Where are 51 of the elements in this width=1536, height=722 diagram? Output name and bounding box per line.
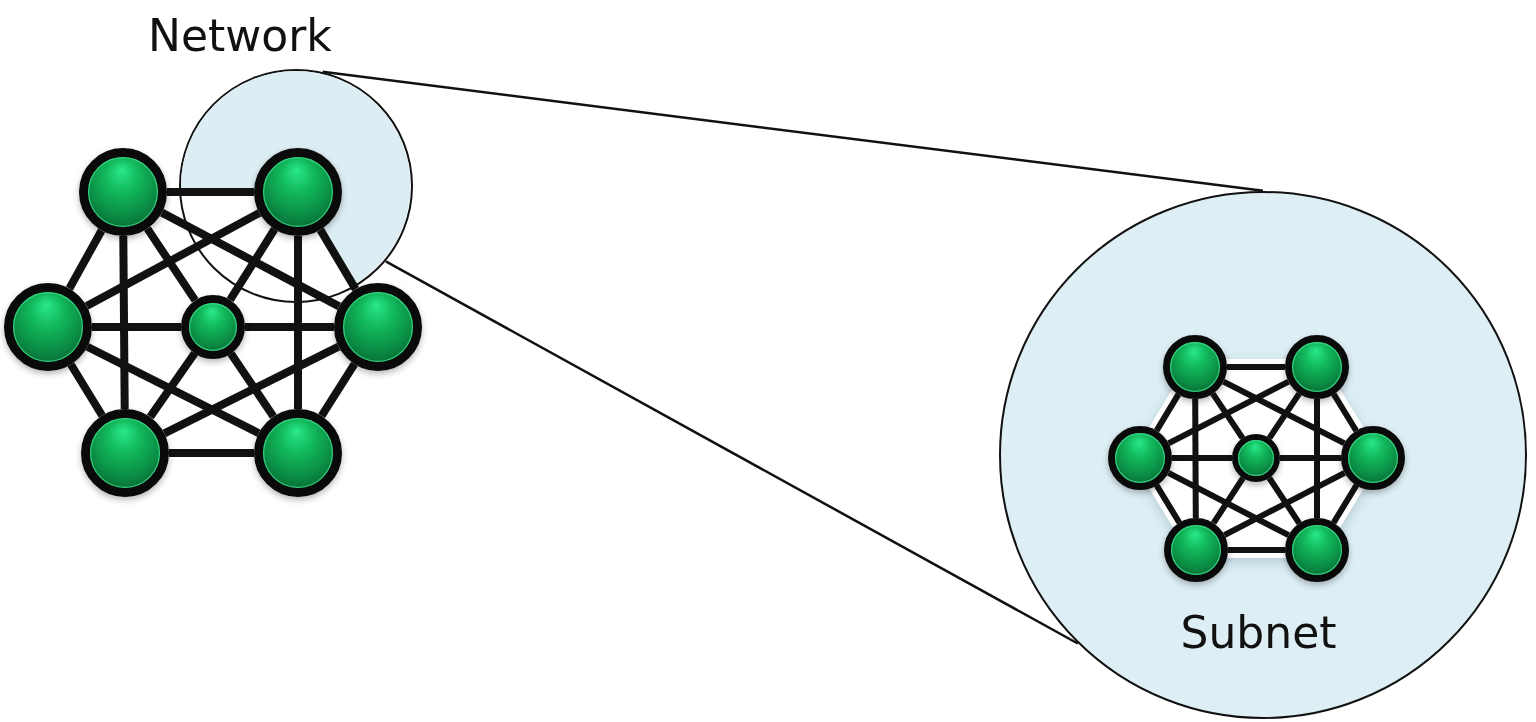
- link-line: [1314, 399, 1320, 518]
- link-line: [144, 226, 199, 303]
- network-node: [1340, 425, 1405, 490]
- diagram-heading: Network: [148, 14, 332, 58]
- link-line: [1154, 392, 1181, 433]
- zoom-line: [322, 70, 1264, 193]
- network-node: [1231, 433, 1280, 482]
- link-line: [1154, 483, 1182, 525]
- network-node: [181, 295, 245, 359]
- network-node: [4, 283, 92, 371]
- link-line: [316, 227, 360, 292]
- link-line: [1331, 483, 1359, 525]
- link-line: [167, 188, 254, 196]
- link-line: [67, 362, 106, 418]
- network-node: [81, 409, 169, 497]
- network-node: [1163, 517, 1228, 582]
- network-node: [1107, 425, 1172, 490]
- link-line: [1280, 455, 1341, 461]
- link-line: [160, 209, 341, 310]
- network-node: [254, 409, 342, 497]
- circle-caption: Subnet: [1180, 610, 1337, 655]
- network-node: [1284, 517, 1349, 582]
- link-line: [65, 228, 106, 291]
- link-line: [227, 351, 277, 419]
- link-line: [146, 350, 198, 420]
- link-line: [85, 343, 261, 437]
- network-node: [1284, 334, 1349, 399]
- link-line: [1167, 378, 1290, 447]
- network-node: [1162, 334, 1227, 399]
- link-line: [294, 236, 302, 409]
- zoom-lens-circle: [178, 68, 414, 304]
- link-line: [1167, 470, 1290, 538]
- link-line: [1210, 391, 1246, 440]
- link-line: [1222, 378, 1346, 447]
- link-line: [1228, 547, 1285, 553]
- zoom-line: [385, 260, 1079, 645]
- network-node: [79, 148, 167, 236]
- link-line: [226, 227, 278, 303]
- link-line: [1266, 391, 1302, 440]
- link-line: [1266, 476, 1302, 525]
- link-line: [318, 361, 358, 419]
- link-line: [84, 209, 262, 310]
- link-line: [1223, 470, 1346, 538]
- network-node: [334, 283, 422, 371]
- link-line: [1192, 398, 1199, 519]
- link-line: [1331, 392, 1359, 433]
- link-line: [1172, 455, 1232, 461]
- link-line: [1227, 364, 1285, 370]
- link-line: [162, 343, 341, 437]
- link-line: [1211, 476, 1246, 525]
- link-line: [119, 235, 129, 410]
